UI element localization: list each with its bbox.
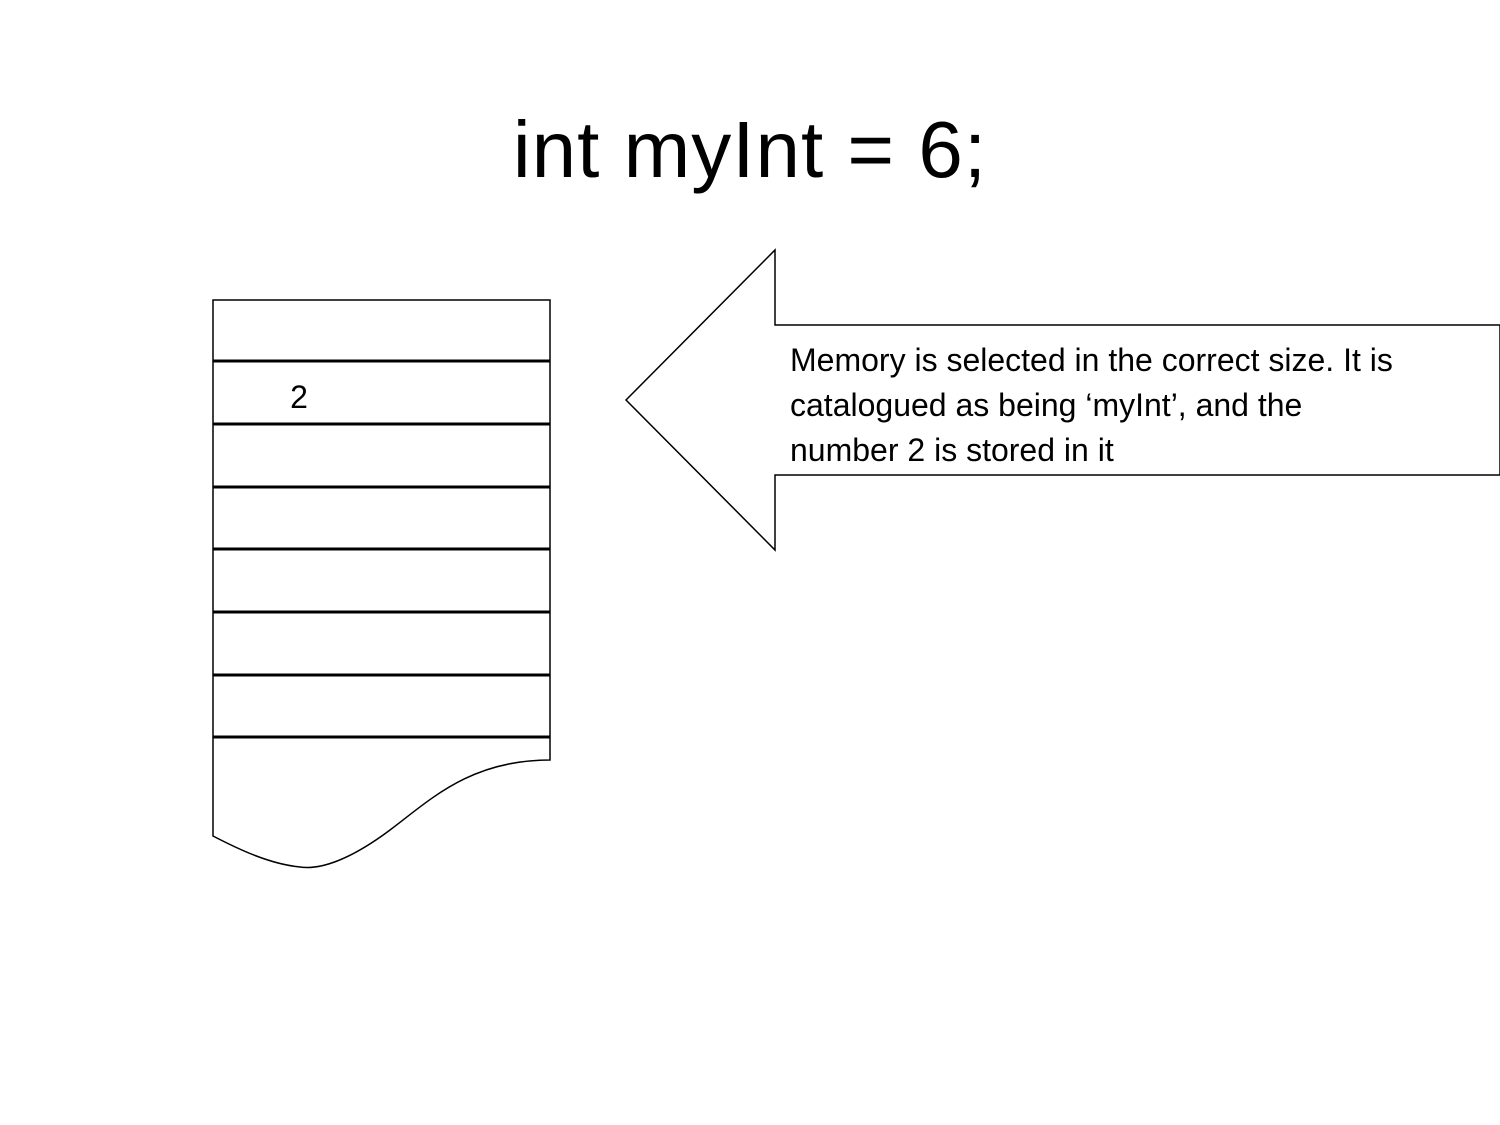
slide-title: int myInt = 6;	[512, 105, 988, 194]
memory-block-outline	[212, 299, 551, 869]
callout-text: Memory is selected in the correct size. …	[790, 342, 1393, 468]
callout-arrow	[624, 248, 1500, 552]
memory-cell-value: 2	[290, 379, 308, 415]
memory-cells	[213, 359, 550, 739]
